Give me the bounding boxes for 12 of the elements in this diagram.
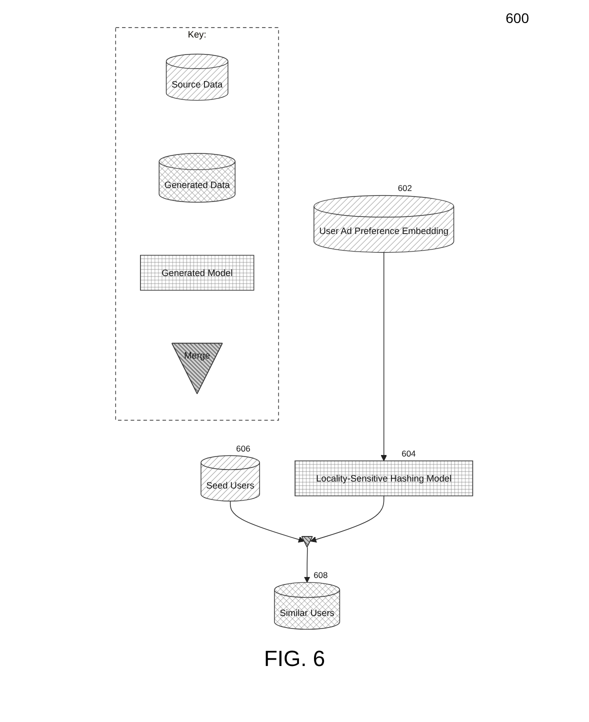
reference-number: 608: [314, 570, 328, 580]
node-box: Generated Model: [140, 254, 254, 291]
figure-caption: FIG. 6: [264, 646, 326, 671]
reference-number: 602: [398, 183, 412, 194]
reference-number: 606: [236, 443, 251, 454]
reference-number: 600: [506, 10, 529, 26]
reference-number: 604: [402, 448, 416, 459]
arrow: [310, 496, 384, 543]
arrow: [304, 547, 310, 583]
arrow: [230, 500, 305, 543]
arrow: [381, 252, 388, 462]
node-box: Locality-Sensitive Hashing Model: [294, 460, 474, 496]
